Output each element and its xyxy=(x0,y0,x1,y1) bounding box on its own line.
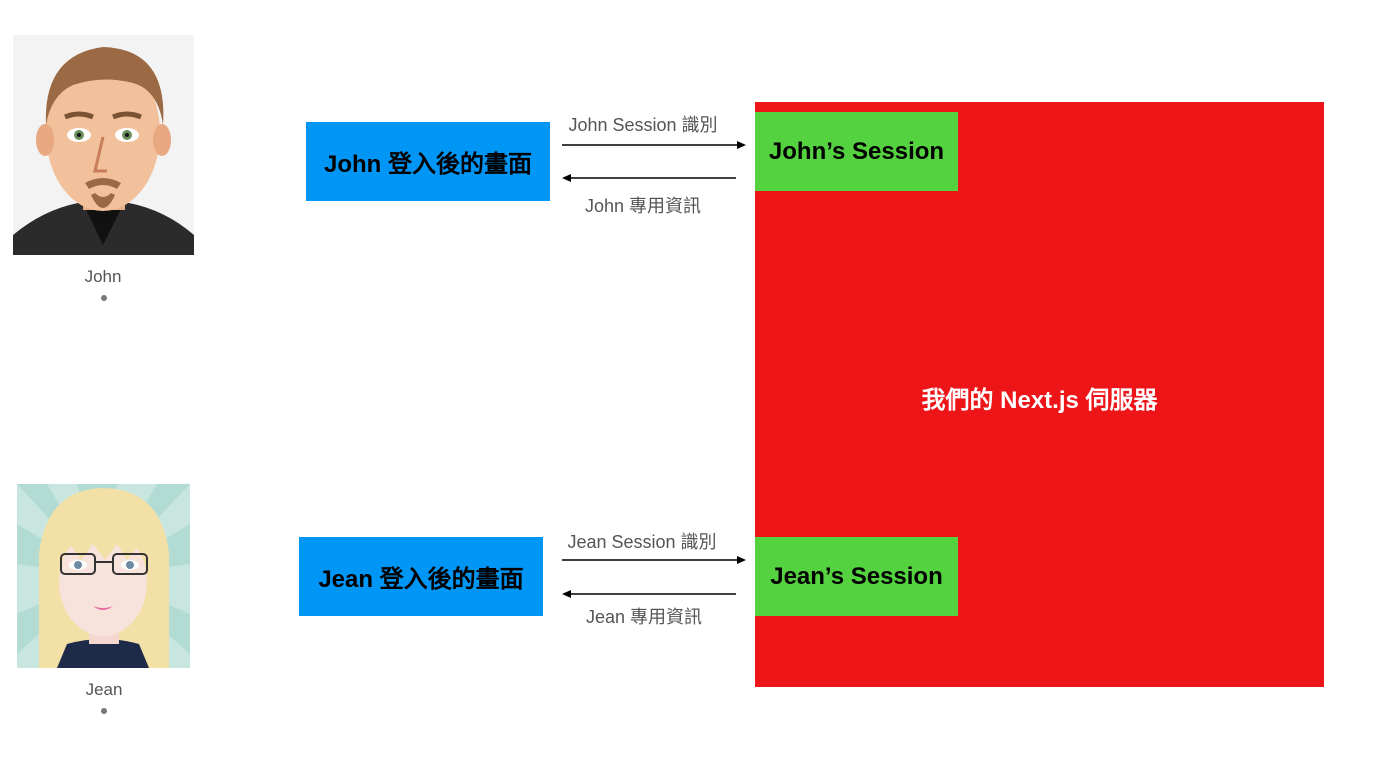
john-avatar xyxy=(13,35,194,255)
jean-request-label: Jean Session 識別 xyxy=(567,532,717,552)
john-screen-box: John 登入後的畫面 xyxy=(306,122,550,201)
john-response-label: John 專用資訊 xyxy=(584,196,702,216)
jean-request-arrow xyxy=(562,556,746,564)
john-request-label: John Session 識別 xyxy=(568,115,718,135)
jean-avatar xyxy=(17,484,190,668)
jean-name: Jean xyxy=(85,680,123,699)
jean-dot xyxy=(101,708,107,714)
jean-response-label: Jean 專用資訊 xyxy=(585,607,703,627)
john-response-arrow xyxy=(562,174,736,182)
john-session-box: John’s Session xyxy=(755,112,958,191)
john-dot xyxy=(101,295,107,301)
john-name: John xyxy=(84,267,122,286)
john-request-arrow xyxy=(562,141,746,149)
jean-response-arrow xyxy=(562,590,736,598)
jean-session-box: Jean’s Session xyxy=(755,537,958,616)
jean-screen-box: Jean 登入後的畫面 xyxy=(299,537,543,616)
server-label: 我們的 Next.js 伺服器 xyxy=(921,387,1158,414)
